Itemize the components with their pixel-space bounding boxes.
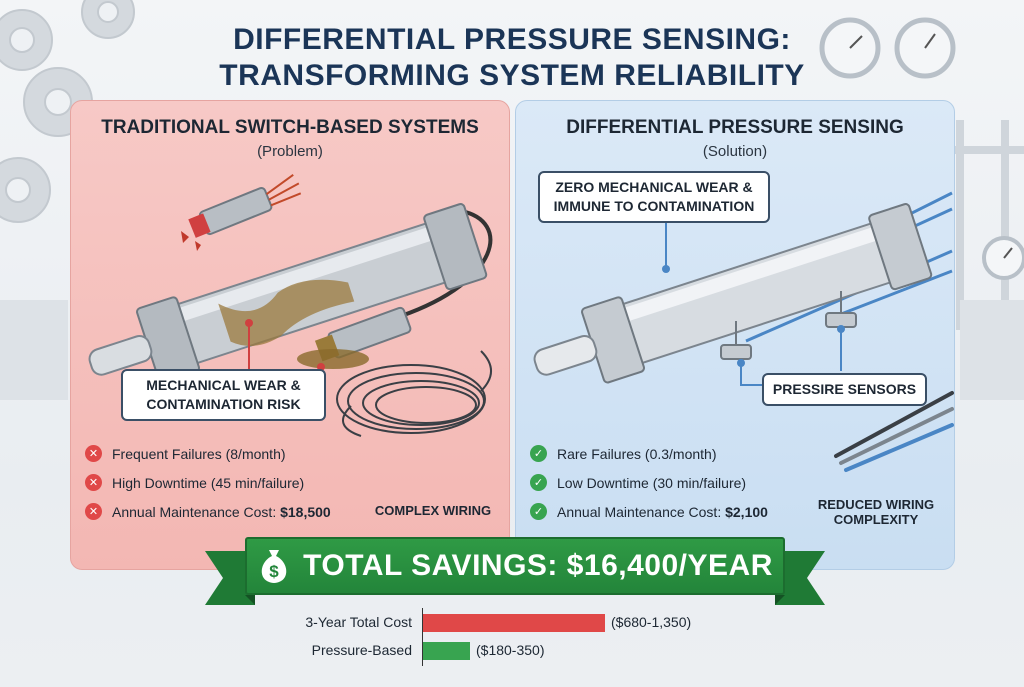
page-title: DIFFERENTIAL PRESSURE SENSING: TRANSFORM… <box>0 22 1024 94</box>
pressure-facts-list: ✓ Rare Failures (0.3/month) ✓ Low Downti… <box>530 439 768 526</box>
cost-value: ($180-350) <box>476 642 545 658</box>
list-item: ✓ Low Downtime (30 min/failure) <box>530 468 768 497</box>
callout-line-1: ZERO MECHANICAL WEAR & <box>555 179 753 195</box>
list-item: ✕ High Downtime (45 min/failure) <box>85 468 331 497</box>
cost-row-traditional: 3-Year Total Cost ($680-1,350) <box>0 608 1024 638</box>
list-item: ✓ Rare Failures (0.3/month) <box>530 439 768 468</box>
callout-line-1: MECHANICAL WEAR & <box>146 377 301 393</box>
pressure-sensing-subheading: (Solution) <box>702 143 768 160</box>
pressure-sensing-panel: DIFFERENTIAL PRESSURE SENSING (Solution)… <box>515 100 955 570</box>
cost-axis-line <box>422 636 423 666</box>
check-circle-icon: ✓ <box>530 474 547 491</box>
wiring-label-line-1: REDUCED WIRING <box>817 497 935 512</box>
x-circle-icon: ✕ <box>85 445 102 462</box>
list-item: ✓ Annual Maintenance Cost: $2,100 <box>530 497 768 526</box>
traditional-facts-list: ✕ Frequent Failures (8/month) ✕ High Dow… <box>85 439 331 526</box>
x-circle-icon: ✕ <box>85 474 102 491</box>
wiring-label-line-2: COMPLEXITY <box>833 512 919 527</box>
mechanical-wear-callout: MECHANICAL WEAR & CONTAMINATION RISK <box>121 369 326 421</box>
money-bag-icon: $ <box>261 550 287 583</box>
callout-line-2: IMMUNE TO CONTAMINATION <box>553 198 755 214</box>
fact-text: Frequent Failures (8/month) <box>112 445 286 462</box>
cost-bar-pressure-based <box>423 642 470 660</box>
callout-line-2: CONTAMINATION RISK <box>146 396 301 412</box>
banner-body: $ TOTAL SAVINGS: $16,400/YEAR <box>245 537 785 595</box>
cost-axis-line <box>422 608 423 638</box>
list-item: ✕ Frequent Failures (8/month) <box>85 439 331 468</box>
traditional-systems-panel: TRADITIONAL SWITCH-BASED SYSTEMS (Proble… <box>70 100 510 570</box>
clean-cylinder-illustration <box>533 191 954 472</box>
zero-wear-callout: ZERO MECHANICAL WEAR & IMMUNE TO CONTAMI… <box>538 171 770 223</box>
x-circle-icon: ✕ <box>85 503 102 520</box>
banner-ribbon-tails <box>205 551 825 605</box>
fact-value: $18,500 <box>280 503 331 520</box>
fact-text: Low Downtime (30 min/failure) <box>557 474 747 491</box>
total-savings-banner: $ TOTAL SAVINGS: $16,400/YEAR <box>205 533 825 608</box>
reduced-wiring-label: REDUCED WIRING COMPLEXITY <box>806 497 946 527</box>
cost-bar-traditional <box>423 614 605 632</box>
fact-text: Annual Maintenance Cost: <box>112 503 281 520</box>
cost-row-pressure-based: Pressure-Based ($180-350) <box>0 636 1024 666</box>
total-savings-text: TOTAL SAVINGS: $16,400/YEAR <box>303 549 773 582</box>
check-circle-icon: ✓ <box>530 445 547 462</box>
complex-wiring-label: COMPLEX WIRING <box>374 503 492 518</box>
cost-label: 3-Year Total Cost <box>305 614 412 630</box>
fact-text: Rare Failures (0.3/month) <box>557 445 717 462</box>
pressure-gauge-icon <box>819 17 1024 280</box>
check-circle-icon: ✓ <box>530 503 547 520</box>
list-item: ✕ Annual Maintenance Cost: $18,500 <box>85 497 331 526</box>
svg-text:$: $ <box>269 562 279 581</box>
worn-cylinder-illustration <box>88 173 493 437</box>
fact-text: High Downtime (45 min/failure) <box>112 474 305 491</box>
traditional-subheading: (Problem) <box>257 143 323 160</box>
title-line-1: DIFFERENTIAL PRESSURE SENSING: <box>233 23 791 56</box>
pressure-sensing-heading: DIFFERENTIAL PRESSURE SENSING <box>566 117 904 138</box>
traditional-heading: TRADITIONAL SWITCH-BASED SYSTEMS <box>101 117 479 138</box>
title-line-2: TRANSFORMING SYSTEM RELIABILITY <box>219 59 805 92</box>
pressure-sensors-callout: PRESSIRE SENSORS <box>762 373 927 406</box>
fact-text: Annual Maintenance Cost: <box>557 503 726 520</box>
cost-label: Pressure-Based <box>311 642 412 658</box>
cost-value: ($680-1,350) <box>611 614 692 630</box>
fact-value: $2,100 <box>725 503 768 520</box>
